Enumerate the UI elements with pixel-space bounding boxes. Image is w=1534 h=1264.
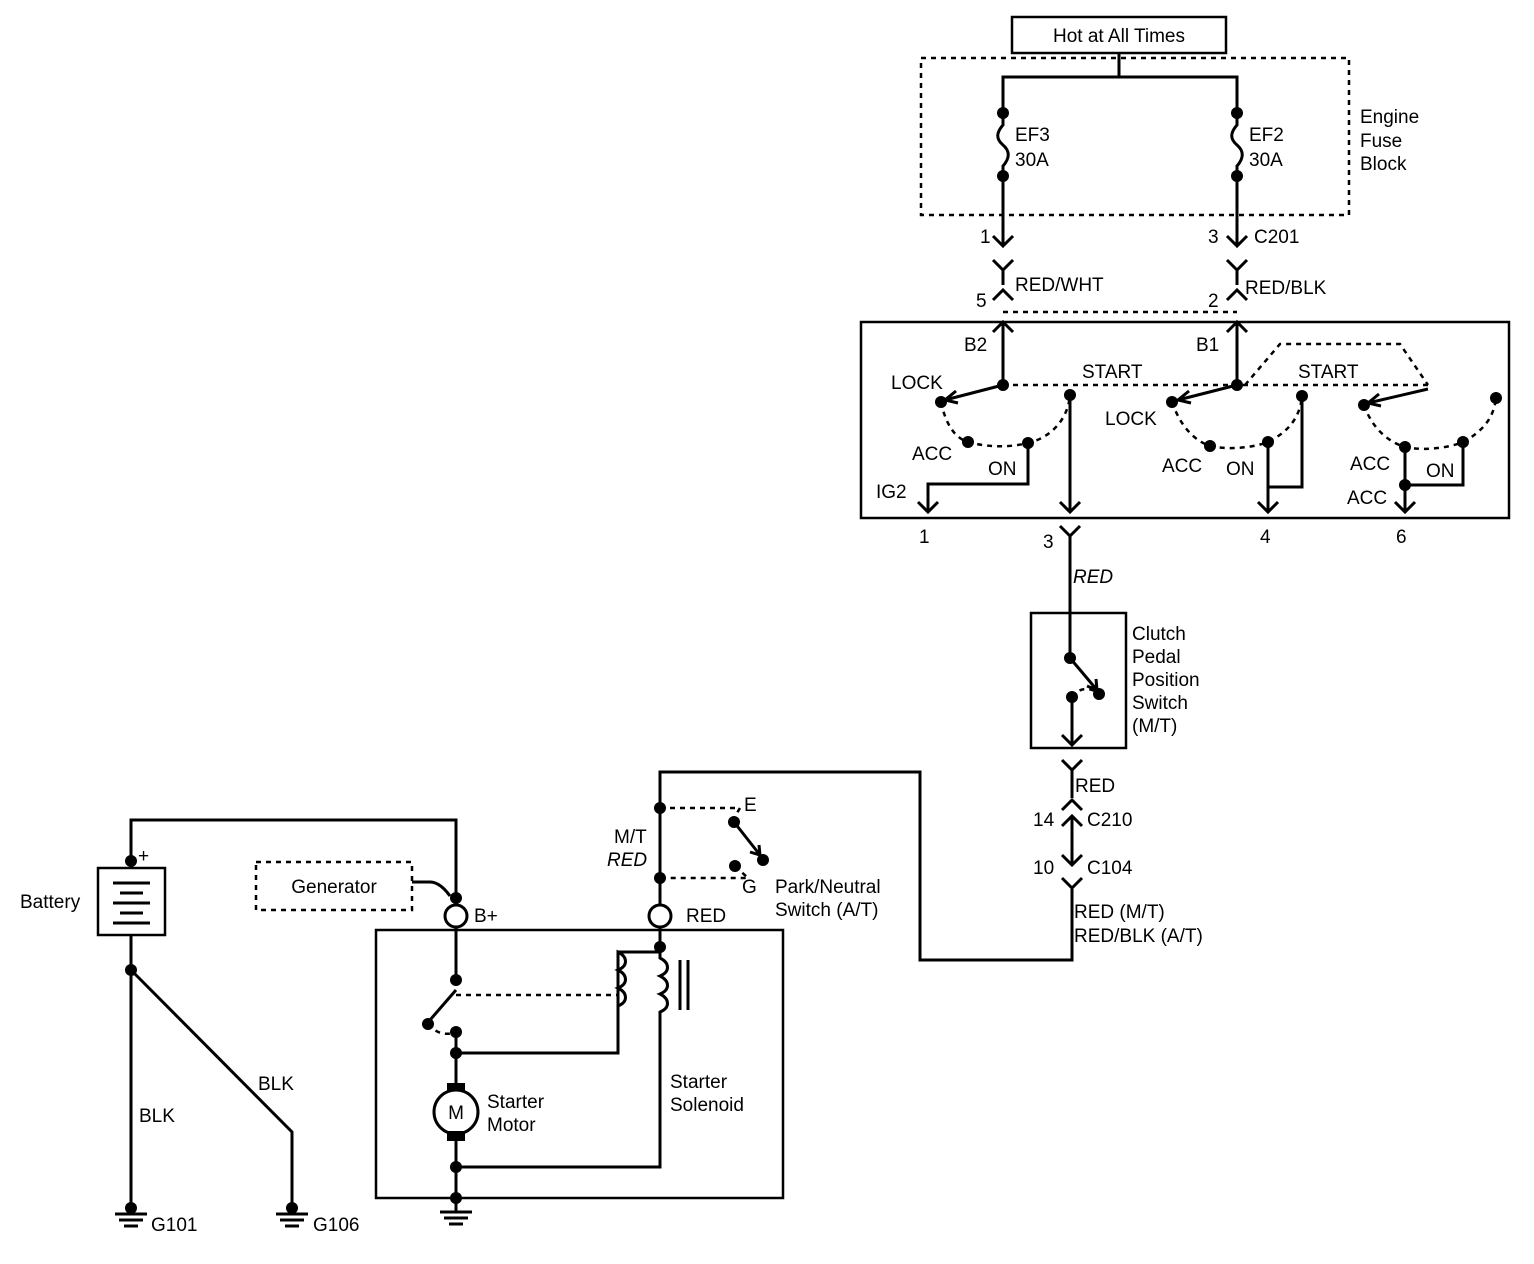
input-b1: B1	[1196, 335, 1219, 356]
engine-fuse-block: Engine Fuse Block EF3 30A EF2 30A	[919, 53, 1419, 217]
c201-name: C201	[1254, 227, 1299, 248]
solenoid-label-1: Starter	[670, 1072, 728, 1093]
ground-g106-label: G106	[313, 1215, 359, 1236]
clutch-label-2: Pedal	[1132, 647, 1181, 668]
fuse-ef2: EF2 30A	[1230, 107, 1284, 182]
wire-red-wht: RED/WHT	[1015, 275, 1104, 296]
wire-red-blk-at: RED/BLK (A/T)	[1074, 926, 1203, 947]
fuse-ef3-id: EF3	[1015, 125, 1050, 146]
c201-pin-2: 2	[1208, 291, 1219, 312]
pn-e-label: E	[744, 795, 757, 816]
output-pin-3: 3	[1043, 532, 1054, 553]
motor-m-label: M	[448, 1103, 464, 1124]
c201-pin-1: 1	[980, 227, 991, 248]
fuse-ef2-id: EF2	[1249, 125, 1284, 146]
acc-section-acc-label: ACC	[1350, 454, 1390, 475]
wire-red-blk: RED/BLK	[1245, 278, 1327, 299]
acc-output-label: ACC	[1347, 488, 1387, 509]
solenoid-label-2: Solenoid	[670, 1095, 744, 1116]
bplus-label: B+	[474, 906, 498, 927]
clutch-label-3: Position	[1132, 670, 1200, 691]
wire-red-mt: RED (M/T)	[1074, 902, 1165, 923]
generator-label: Generator	[291, 877, 377, 898]
ground-g106: G106	[276, 1202, 359, 1236]
output-pin-6: 6	[1396, 527, 1407, 548]
clutch-label-1: Clutch	[1132, 624, 1186, 645]
input-b2: B2	[964, 335, 987, 356]
pn-label-2: Switch (A/T)	[775, 900, 878, 921]
fuse-block-title-2: Fuse	[1360, 131, 1402, 152]
c210-name: C210	[1087, 810, 1132, 831]
connectors-c210-c104: RED 14 C210 10 C104 RED (M/T) RED/BLK (A…	[658, 758, 1203, 962]
battery-label: Battery	[20, 892, 81, 913]
motor-label-2: Motor	[487, 1115, 536, 1136]
start-label-2: START	[1298, 362, 1359, 383]
fuse-ef3-rating: 30A	[1015, 150, 1049, 171]
b1-lock-label: LOCK	[1105, 409, 1157, 430]
c104-pin: 10	[1033, 858, 1054, 879]
ground-g101: G101	[115, 1202, 197, 1236]
ig2-label: IG2	[876, 482, 907, 503]
hold-in-coil	[656, 927, 669, 1165]
b2-on-label: ON	[988, 459, 1017, 480]
starter-assembly: B+ RED M Starter Motor Starter	[374, 892, 785, 1226]
mt-red-label: RED	[607, 850, 647, 871]
battery-plus: +	[138, 846, 149, 867]
generator: Generator	[254, 860, 452, 912]
start-label-1: START	[1082, 362, 1143, 383]
switch-section-acc: ACC ON ACC	[1347, 387, 1502, 515]
fuse-block-title-3: Block	[1360, 154, 1407, 175]
output-pin-4: 4	[1260, 527, 1271, 548]
c201-pin-5: 5	[976, 291, 987, 312]
battery: + Battery BLK BLK	[20, 818, 458, 1208]
wire-red-2: RED	[1075, 776, 1115, 797]
switch-section-b1: LOCK ACC ON	[1105, 379, 1308, 515]
fuse-ef2-rating: 30A	[1249, 150, 1283, 171]
switch-section-b2: LOCK ACC ON IG2	[876, 373, 1082, 515]
wire-blk-2: BLK	[258, 1074, 294, 1095]
power-source: Hot at All Times	[1010, 15, 1228, 55]
clutch-label-5: (M/T)	[1132, 716, 1177, 737]
wire-red-3: RED	[686, 906, 726, 927]
b1-on-label: ON	[1226, 459, 1255, 480]
clutch-label-4: Switch	[1132, 693, 1188, 714]
pn-label-1: Park/Neutral	[775, 877, 881, 898]
solenoid-core	[678, 960, 690, 1010]
output-pin-1: 1	[919, 527, 930, 548]
ignition-switch: B2 B1 START START LOCK ACC ON IG2	[859, 319, 1511, 553]
c201-pin-3: 3	[1208, 227, 1219, 248]
park-neutral-switch: E G M/T RED Park/Neutral Switch (A/T)	[607, 795, 881, 921]
b1-acc-label: ACC	[1162, 456, 1202, 477]
wire-blk-1: BLK	[139, 1106, 175, 1127]
connector-c201: 1 3 C201 5 2 RED/WHT RED/BLK	[976, 176, 1327, 314]
wire-red-1: RED	[1073, 567, 1113, 588]
b2-acc-label: ACC	[912, 444, 952, 465]
fuse-ef3: EF3 30A	[996, 107, 1050, 182]
power-label: Hot at All Times	[1053, 26, 1185, 47]
mt-label: M/T	[614, 827, 647, 848]
ground-g101-label: G101	[151, 1215, 197, 1236]
pn-g-label: G	[742, 877, 757, 898]
clutch-pedal-position-switch: Clutch Pedal Position Switch (M/T)	[1029, 611, 1200, 750]
motor-label-1: Starter	[487, 1092, 545, 1113]
pull-in-coil	[614, 949, 627, 1010]
c210-pin: 14	[1033, 810, 1055, 831]
fuse-block-title-1: Engine	[1360, 107, 1419, 128]
acc-section-on-label: ON	[1426, 461, 1455, 482]
wire-run-to-clutch: RED	[1058, 524, 1113, 655]
b2-lock-label: LOCK	[891, 373, 943, 394]
c104-name: C104	[1087, 858, 1133, 879]
